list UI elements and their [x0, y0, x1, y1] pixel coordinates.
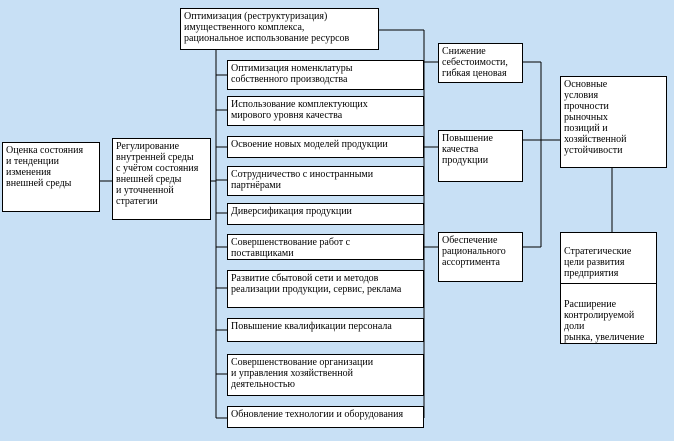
measure-box: Сотрудничество с иностранными партнёрами	[227, 166, 424, 196]
measure-box: Повышение квалификации персонала	[227, 318, 424, 342]
internal-environment-box: Регулирование внутренней среды с учётом …	[112, 138, 211, 220]
measure-box: Обновление технологии и оборудования	[227, 406, 424, 428]
strategic-goals-text: Расширение контролируемой доли рынка, ув…	[564, 299, 645, 343]
measure-box: Использование комплектующих мирового уро…	[227, 96, 424, 126]
measure-box: Развитие сбытовой сети и методов реализа…	[227, 270, 424, 308]
result-box: Повышение качества продукции	[438, 130, 523, 182]
strategic-goals-title: Стратегические цели развития предприятия	[561, 244, 656, 284]
measure-box: Освоение новых моделей продукции	[227, 136, 424, 158]
main-conditions-box: Основные условия прочности рыночных пози…	[560, 76, 667, 168]
measure-box: Совершенствование работ с поставщиками	[227, 234, 424, 260]
result-box: Обеспечение рационального ассортимента	[438, 232, 523, 282]
strategic-goals-box: Стратегические цели развития предприятия…	[560, 232, 657, 344]
top-optimization-box: Оптимизация (реструктуризация) имуществе…	[180, 8, 379, 50]
result-box: Снижение себестоимости, гибкая ценовая	[438, 43, 523, 83]
measure-box: Оптимизация номенклатуры собственного пр…	[227, 60, 424, 90]
measure-box: Совершенствование организации и управлен…	[227, 354, 424, 396]
measure-box: Диверсификация продукции	[227, 203, 424, 225]
external-environment-box: Оценка состояния и тенденции изменения в…	[2, 142, 100, 212]
